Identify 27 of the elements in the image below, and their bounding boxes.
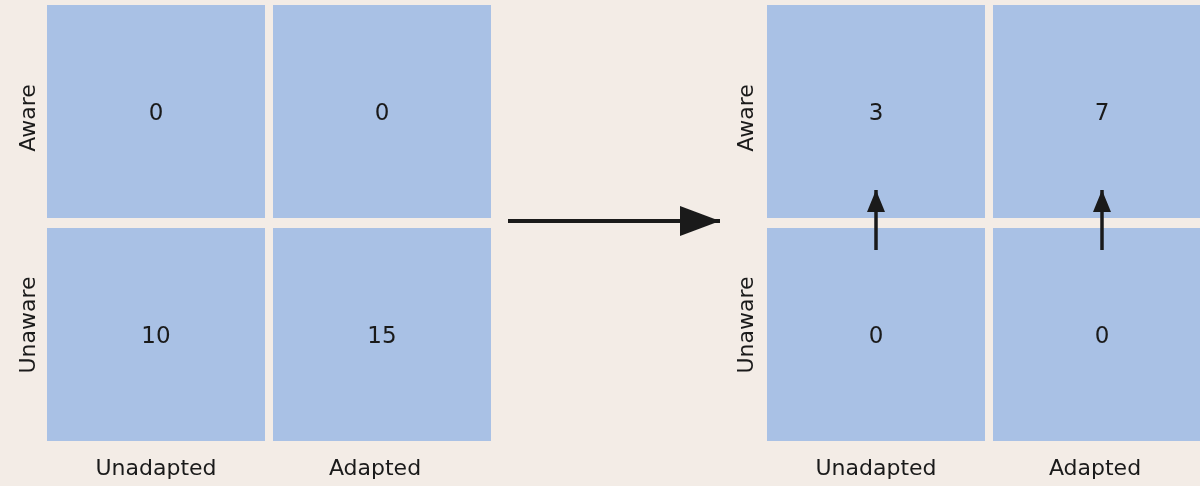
column-label: Unadapted bbox=[815, 455, 937, 480]
cell-value: 3 bbox=[867, 98, 885, 125]
grid-cell bbox=[993, 228, 1200, 441]
arrow bbox=[1093, 190, 1111, 250]
cell-value: 0 bbox=[1093, 321, 1111, 348]
row-label: Unaware bbox=[732, 276, 758, 374]
column-label: Unadapted bbox=[95, 455, 217, 480]
grid-cell bbox=[767, 228, 985, 441]
column-label: Adapted bbox=[1048, 455, 1142, 480]
grid-cell bbox=[767, 5, 985, 218]
grid-cell bbox=[273, 228, 491, 441]
cell-value: 15 bbox=[366, 321, 398, 348]
cell-value: 0 bbox=[373, 98, 391, 125]
cell-value: 7 bbox=[1093, 98, 1111, 125]
cell-value: 0 bbox=[147, 98, 165, 125]
arrow bbox=[508, 206, 720, 236]
column-label: Adapted bbox=[328, 455, 422, 480]
arrow bbox=[867, 190, 885, 250]
grid-cell bbox=[47, 5, 265, 218]
row-label: Aware bbox=[732, 84, 758, 152]
grid-cell bbox=[47, 228, 265, 441]
row-label: Aware bbox=[14, 84, 40, 152]
grid-cell bbox=[273, 5, 491, 218]
row-label: Unaware bbox=[14, 276, 40, 374]
grid-cell bbox=[993, 5, 1200, 218]
cell-value: 10 bbox=[140, 321, 172, 348]
cell-value: 0 bbox=[867, 321, 885, 348]
